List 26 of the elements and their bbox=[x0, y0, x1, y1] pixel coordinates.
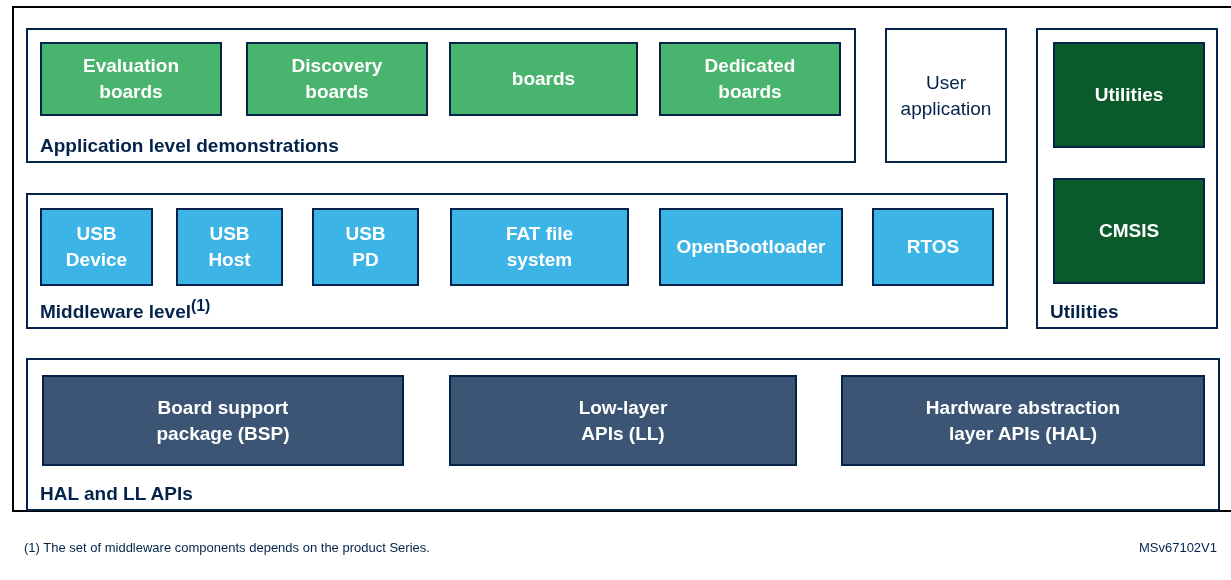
middleware-box: USB Host bbox=[176, 208, 283, 286]
middleware-box: OpenBootloader bbox=[659, 208, 843, 286]
middleware-box: RTOS bbox=[872, 208, 994, 286]
utility-box: Utilities bbox=[1053, 42, 1205, 148]
middleware-box: FAT file system bbox=[450, 208, 629, 286]
group-panel bbox=[26, 358, 1220, 511]
board-box: Evaluation boards bbox=[40, 42, 222, 116]
board-box: Discovery boards bbox=[246, 42, 428, 116]
api-box: Low-layer APIs (LL) bbox=[449, 375, 797, 466]
group-title: Middleware level$^{(1)}$ bbox=[40, 296, 211, 323]
board-box: Dedicated boards bbox=[659, 42, 841, 116]
api-box: Hardware abstraction layer APIs (HAL) bbox=[841, 375, 1205, 466]
middleware-box: USB Device bbox=[40, 208, 153, 286]
footnote: (1) The set of middleware components depends on the product Series. bbox=[24, 540, 430, 555]
group-title: HAL and LL APIs bbox=[40, 483, 193, 505]
group-panel bbox=[26, 193, 1008, 329]
utility-box: CMSIS bbox=[1053, 178, 1205, 284]
board-box: boards bbox=[449, 42, 638, 116]
figure-id: MSv67102V1 bbox=[1138, 540, 1217, 555]
group-title: Utilities bbox=[1050, 301, 1119, 323]
group-panel bbox=[1036, 28, 1218, 329]
middleware-box: USB PD bbox=[312, 208, 419, 286]
group-title: Application level demonstrations bbox=[40, 135, 339, 157]
api-box: Board support package (BSP) bbox=[42, 375, 404, 466]
application-box: User application bbox=[885, 28, 1007, 163]
group-panel bbox=[26, 28, 856, 163]
